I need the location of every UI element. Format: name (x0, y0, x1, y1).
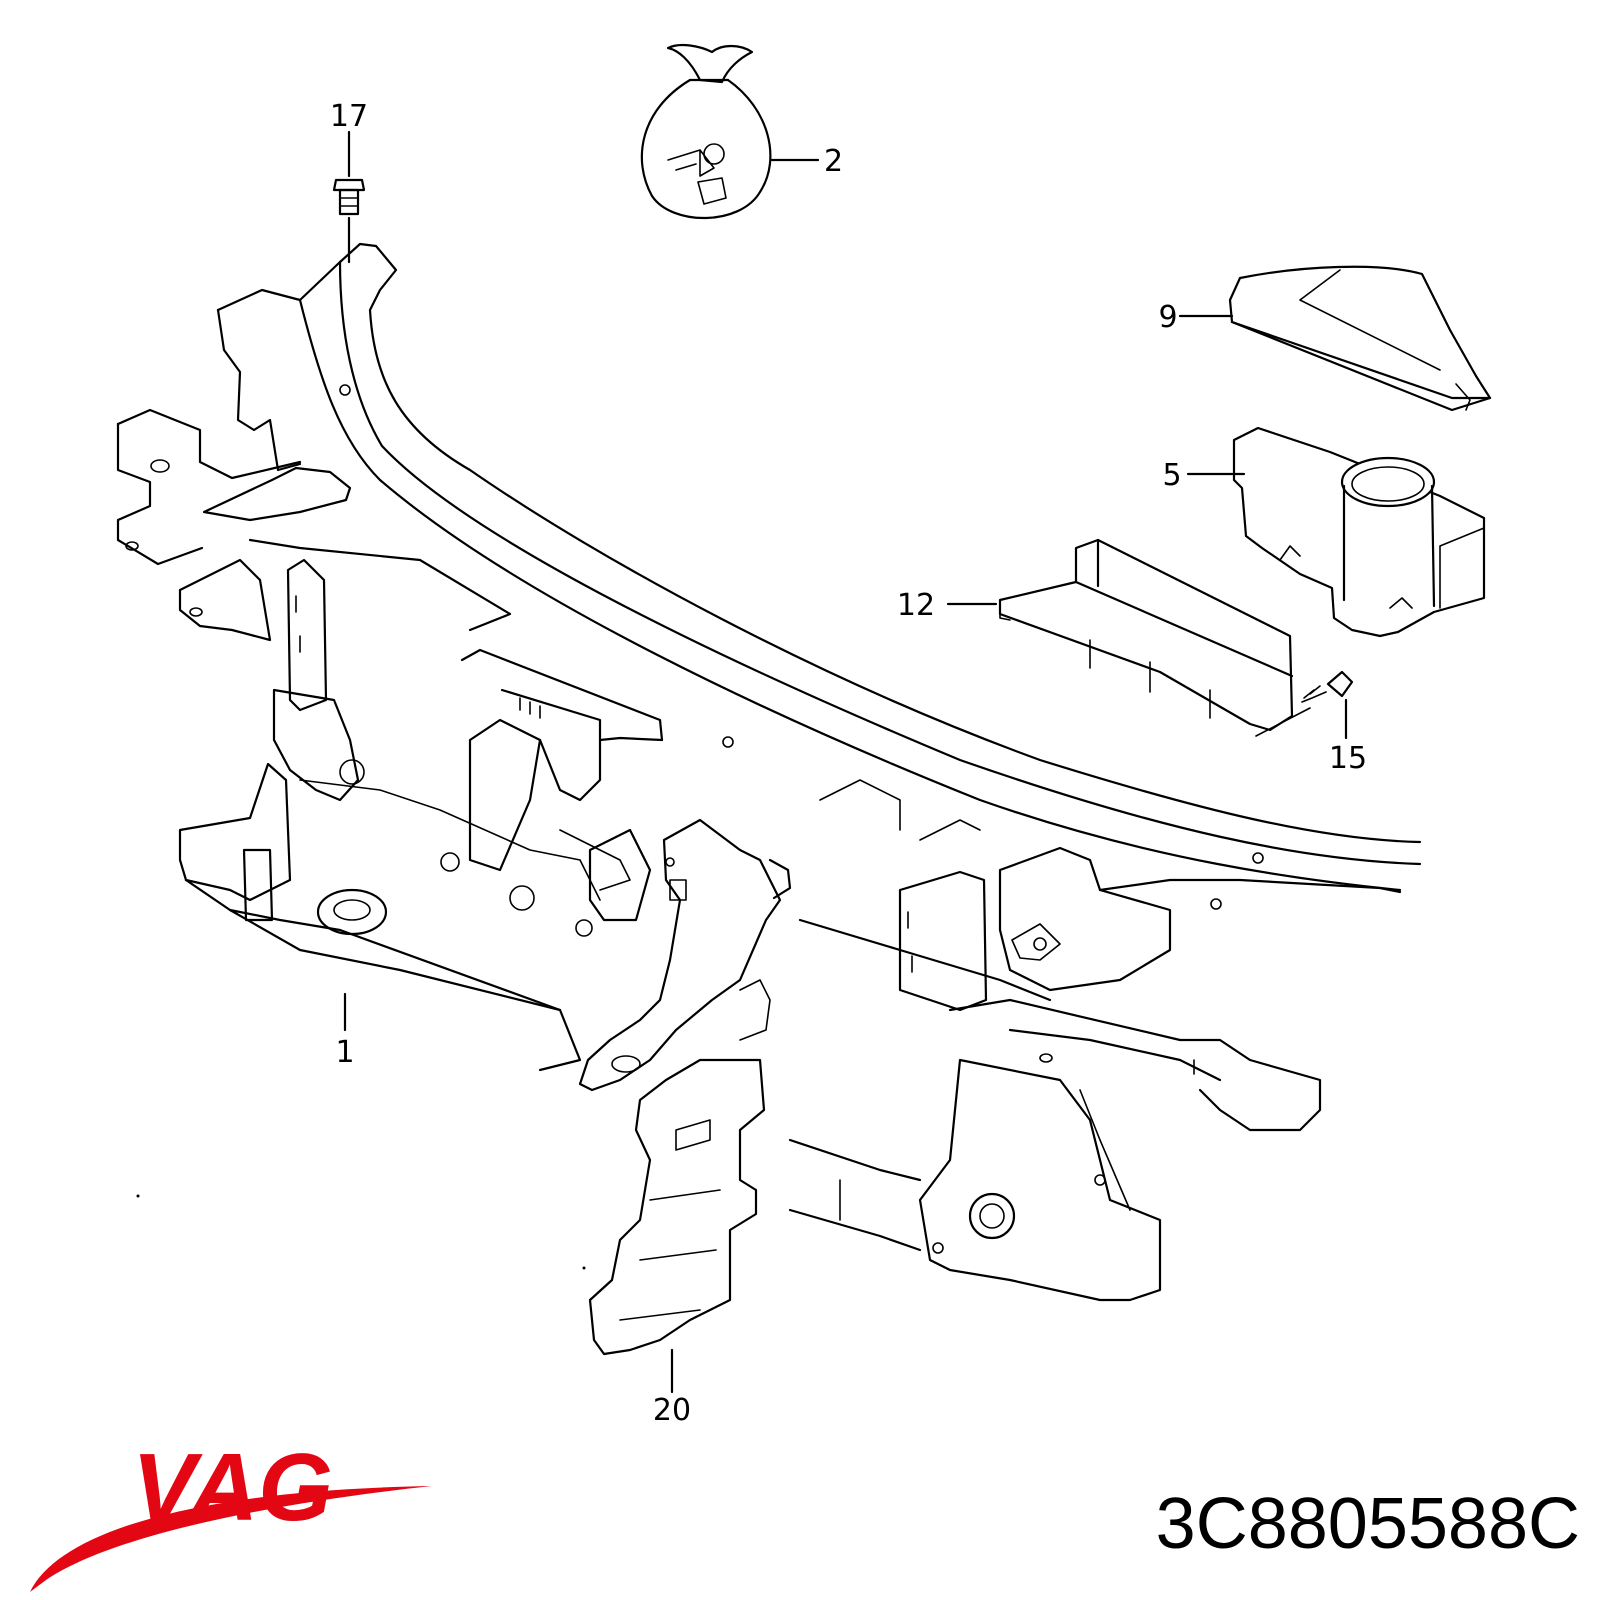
stray-dot (582, 1266, 586, 1270)
air-guide-cover-9 (1228, 265, 1492, 412)
vag-logo: VAG (30, 1434, 432, 1592)
leader-15b (1255, 707, 1311, 737)
callout-12: 12 (897, 588, 935, 623)
fastener-bag (640, 43, 772, 220)
part-number: 3C8805588C (1155, 1484, 1580, 1564)
callout-1: 1 (335, 1035, 354, 1070)
callout-2: 2 (824, 144, 843, 179)
logo-swoosh (30, 1486, 432, 1592)
callout-15: 15 (1329, 741, 1367, 776)
stray-dot (136, 1194, 140, 1198)
front-carrier-1 (116, 242, 1422, 1302)
callout-20: 20 (653, 1393, 691, 1428)
air-deflector-20 (578, 818, 792, 1356)
bolt-17 (332, 178, 366, 216)
screw-15 (1301, 670, 1354, 703)
air-duct-5 (1232, 426, 1486, 638)
air-guide-12 (998, 538, 1294, 732)
callout-5: 5 (1162, 458, 1181, 493)
callout-17: 17 (330, 99, 368, 134)
logo-wordmark: VAG (132, 1434, 333, 1541)
callout-9: 9 (1158, 300, 1177, 335)
